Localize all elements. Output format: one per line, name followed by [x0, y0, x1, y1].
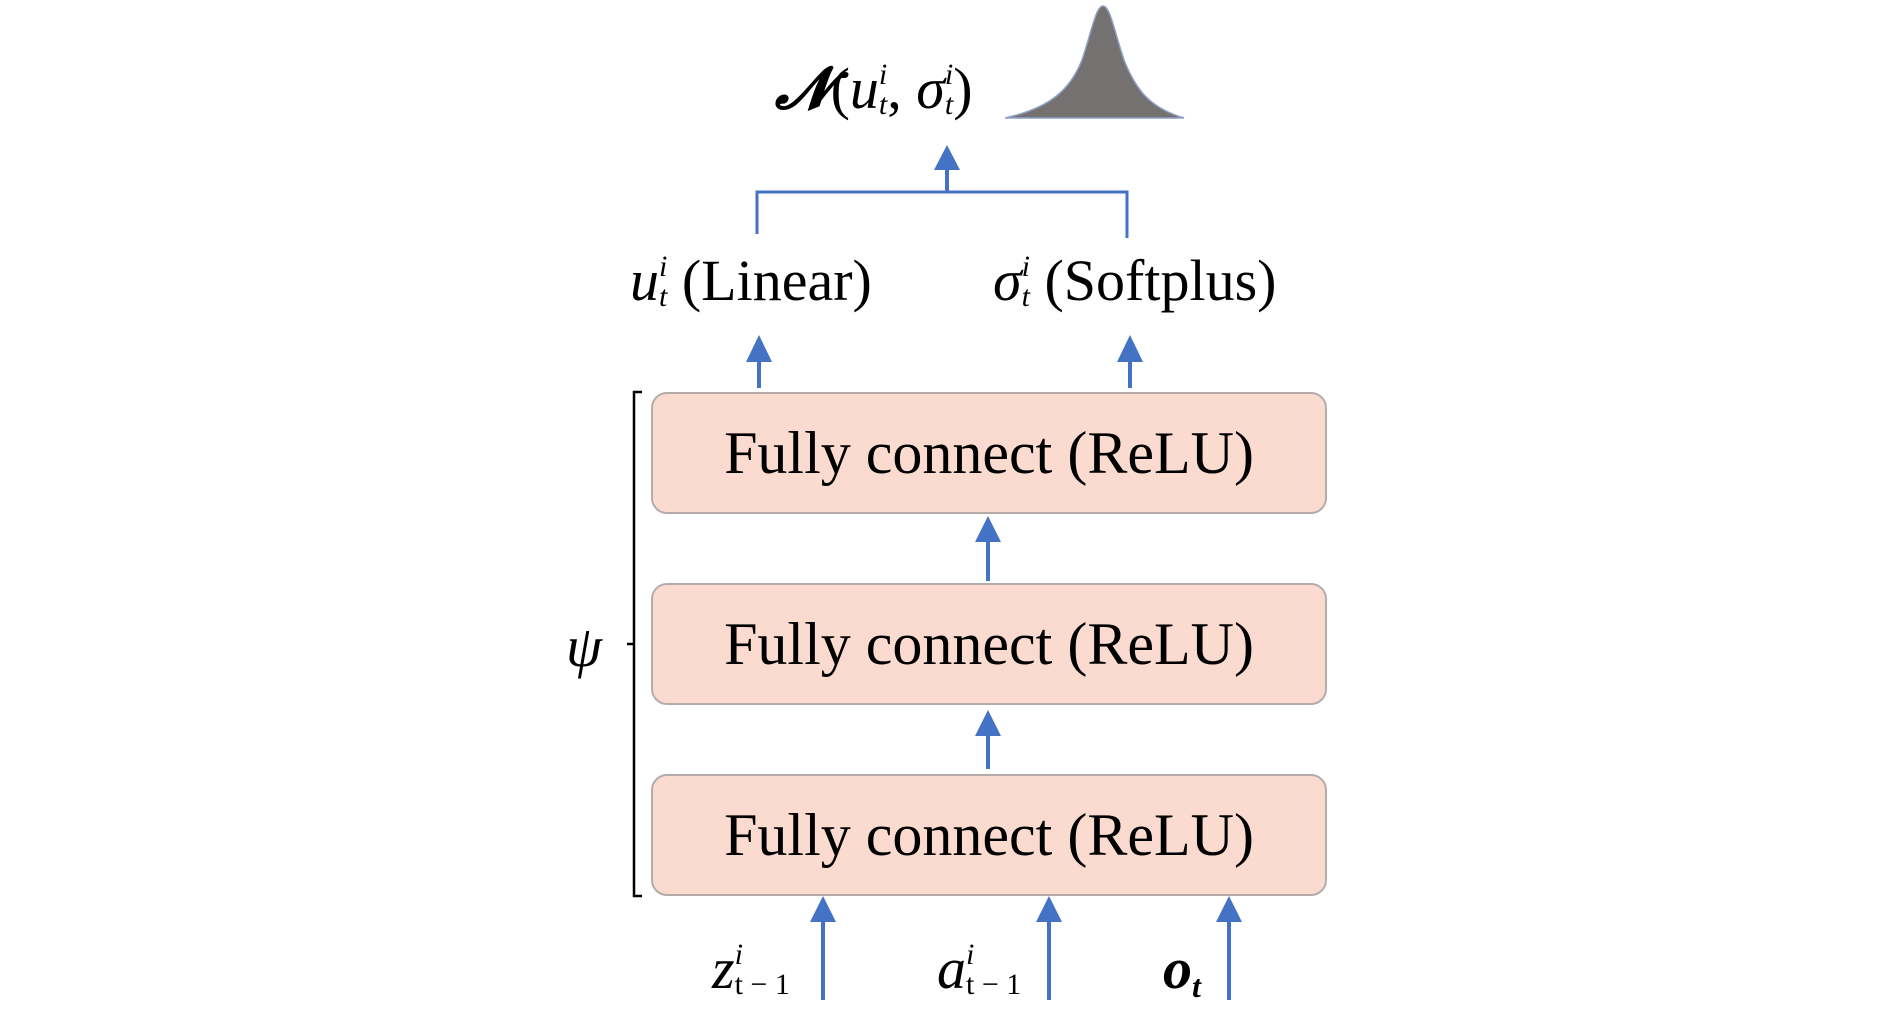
- input-o-symbol: o: [1163, 936, 1192, 1001]
- arrow-layer3-to-layer2: [975, 710, 1001, 769]
- output-mean-subscript: t: [659, 280, 668, 313]
- input-a-symbol: a: [937, 936, 966, 1001]
- gaussian-curve-icon: [1004, 5, 1185, 119]
- paren-close: ): [953, 56, 973, 121]
- layer-box-2: Fully connect (ReLU): [651, 583, 1327, 705]
- merge-connector: [755, 190, 1129, 238]
- output-mean-symbol: u: [630, 248, 659, 313]
- arrow-to-distribution: [934, 145, 960, 192]
- output-std-symbol: σ: [993, 248, 1022, 313]
- mean-subscript: t: [878, 88, 888, 121]
- arrow-input-o: [1216, 896, 1242, 1000]
- output-mean-activation: (Linear): [681, 248, 872, 313]
- arrow-layer2-to-layer1: [975, 516, 1001, 581]
- mean-symbol: u: [849, 56, 879, 121]
- input-o-superscript: [1192, 940, 1201, 970]
- output-std-superscript: i: [1021, 250, 1030, 283]
- arrow-to-mean: [746, 335, 772, 388]
- paren-open: (: [830, 56, 850, 121]
- normal-symbol: 𝓝: [775, 56, 831, 121]
- output-std-activation: (Softplus): [1044, 248, 1277, 313]
- input-a-superscript: i: [966, 938, 975, 971]
- std-symbol: σ: [916, 56, 945, 121]
- layer-label: Fully connect (ReLU): [724, 801, 1254, 868]
- arrow-to-std: [1117, 335, 1143, 388]
- mean-superscript: i: [878, 58, 888, 91]
- input-o-subscript: t: [1192, 968, 1201, 1004]
- layer-box-3: Fully connect (ReLU): [651, 774, 1327, 896]
- output-std-subscript: t: [1021, 280, 1030, 313]
- psi-bracket: [627, 390, 642, 898]
- input-o-label: o t: [1163, 940, 1201, 1003]
- separator: ,: [887, 56, 917, 121]
- std-superscript: i: [944, 58, 954, 91]
- psi-label: ψ: [566, 614, 603, 679]
- input-o-scripts: t: [1192, 940, 1201, 1002]
- input-z-symbol: z: [712, 936, 735, 1001]
- layer-label: Fully connect (ReLU): [724, 419, 1254, 486]
- input-z-subscript: t − 1: [734, 968, 790, 1001]
- output-mean-superscript: i: [659, 250, 668, 283]
- input-z-superscript: i: [734, 938, 743, 971]
- layer-box-1: Fully connect (ReLU): [651, 392, 1327, 514]
- arrow-input-a: [1036, 896, 1062, 1000]
- input-a-subscript: t − 1: [966, 968, 1022, 1001]
- std-subscript: t: [944, 88, 954, 121]
- arrow-input-z: [810, 896, 836, 1000]
- layer-label: Fully connect (ReLU): [724, 610, 1254, 677]
